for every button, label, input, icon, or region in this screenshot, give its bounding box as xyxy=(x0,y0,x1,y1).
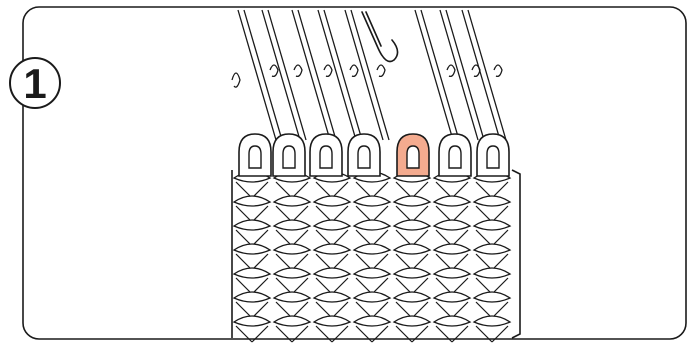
fabric-row xyxy=(234,220,510,246)
fabric-right-edge xyxy=(512,170,520,338)
yarn-curl-icon xyxy=(232,73,240,87)
fabric-stitch xyxy=(434,244,470,254)
fabric-stitch xyxy=(234,220,270,230)
fabric-stitch xyxy=(394,196,430,206)
fabric-stitch xyxy=(314,220,350,230)
fabric-stitch xyxy=(234,268,270,278)
fabric-stitch xyxy=(394,220,430,230)
fabric-stitch xyxy=(274,316,310,326)
needle-icon xyxy=(345,10,389,140)
fabric-stitch xyxy=(474,268,510,278)
fabric-stitch xyxy=(394,268,430,278)
fabric-stitch xyxy=(434,196,470,206)
stitch-loop-icon xyxy=(273,134,305,176)
fabric-stitch xyxy=(314,292,350,302)
fabric-stitch xyxy=(274,196,310,206)
fabric-stitch xyxy=(474,196,510,206)
fabric-stitch xyxy=(354,196,390,206)
fabric-stitch xyxy=(234,316,270,326)
fabric-stitch xyxy=(434,292,470,302)
fabric-stitch xyxy=(274,220,310,230)
stitch-loop-icon xyxy=(439,134,471,176)
fabric-stitch xyxy=(354,244,390,254)
fabric-row xyxy=(234,268,510,294)
fabric-row xyxy=(234,292,510,318)
fabric-stitch xyxy=(474,220,510,230)
fabric-stitch xyxy=(394,292,430,302)
needle-icon xyxy=(440,10,484,140)
fabric-stitch xyxy=(314,268,350,278)
fabric-stitch xyxy=(474,292,510,302)
needle-icon xyxy=(238,10,282,140)
stitch-loop-icon xyxy=(239,134,271,176)
stitch-loops xyxy=(239,134,509,176)
fabric-stitch xyxy=(274,244,310,254)
stitch-loop-icon xyxy=(310,134,342,176)
fabric-stitch xyxy=(314,316,350,326)
fabric-stitch xyxy=(394,316,430,326)
stitch-loop-icon xyxy=(348,134,380,176)
fabric-row xyxy=(234,244,510,270)
step-number: 1 xyxy=(23,60,46,107)
fabric-stitch xyxy=(314,196,350,206)
fabric-stitch xyxy=(434,220,470,230)
step-badge: 1 xyxy=(10,58,60,108)
fabric-stitch xyxy=(234,196,270,206)
crochet-hook-icon xyxy=(362,12,398,62)
fabric-row xyxy=(234,196,510,222)
fabric-stitch xyxy=(234,292,270,302)
needle-icon xyxy=(262,10,306,140)
fabric-row xyxy=(234,316,510,342)
fabric-stitch xyxy=(314,244,350,254)
fabric-stitch xyxy=(474,316,510,326)
fabric-stitch xyxy=(354,220,390,230)
fabric-stitch xyxy=(474,244,510,254)
fabric-stitch xyxy=(354,292,390,302)
fabric-stitch xyxy=(354,316,390,326)
stitch-loop-icon xyxy=(397,134,429,176)
knit-fabric-icon xyxy=(232,170,520,342)
fabric-stitch xyxy=(434,268,470,278)
fabric-stitch xyxy=(274,292,310,302)
stitch-loop-icon xyxy=(477,134,509,176)
fabric-stitch xyxy=(354,268,390,278)
fabric-stitch xyxy=(274,268,310,278)
fabric-stitch xyxy=(234,244,270,254)
fabric-stitch xyxy=(434,316,470,326)
needle-icon xyxy=(415,10,459,140)
fabric-stitch xyxy=(394,244,430,254)
needle-icon xyxy=(462,10,506,140)
